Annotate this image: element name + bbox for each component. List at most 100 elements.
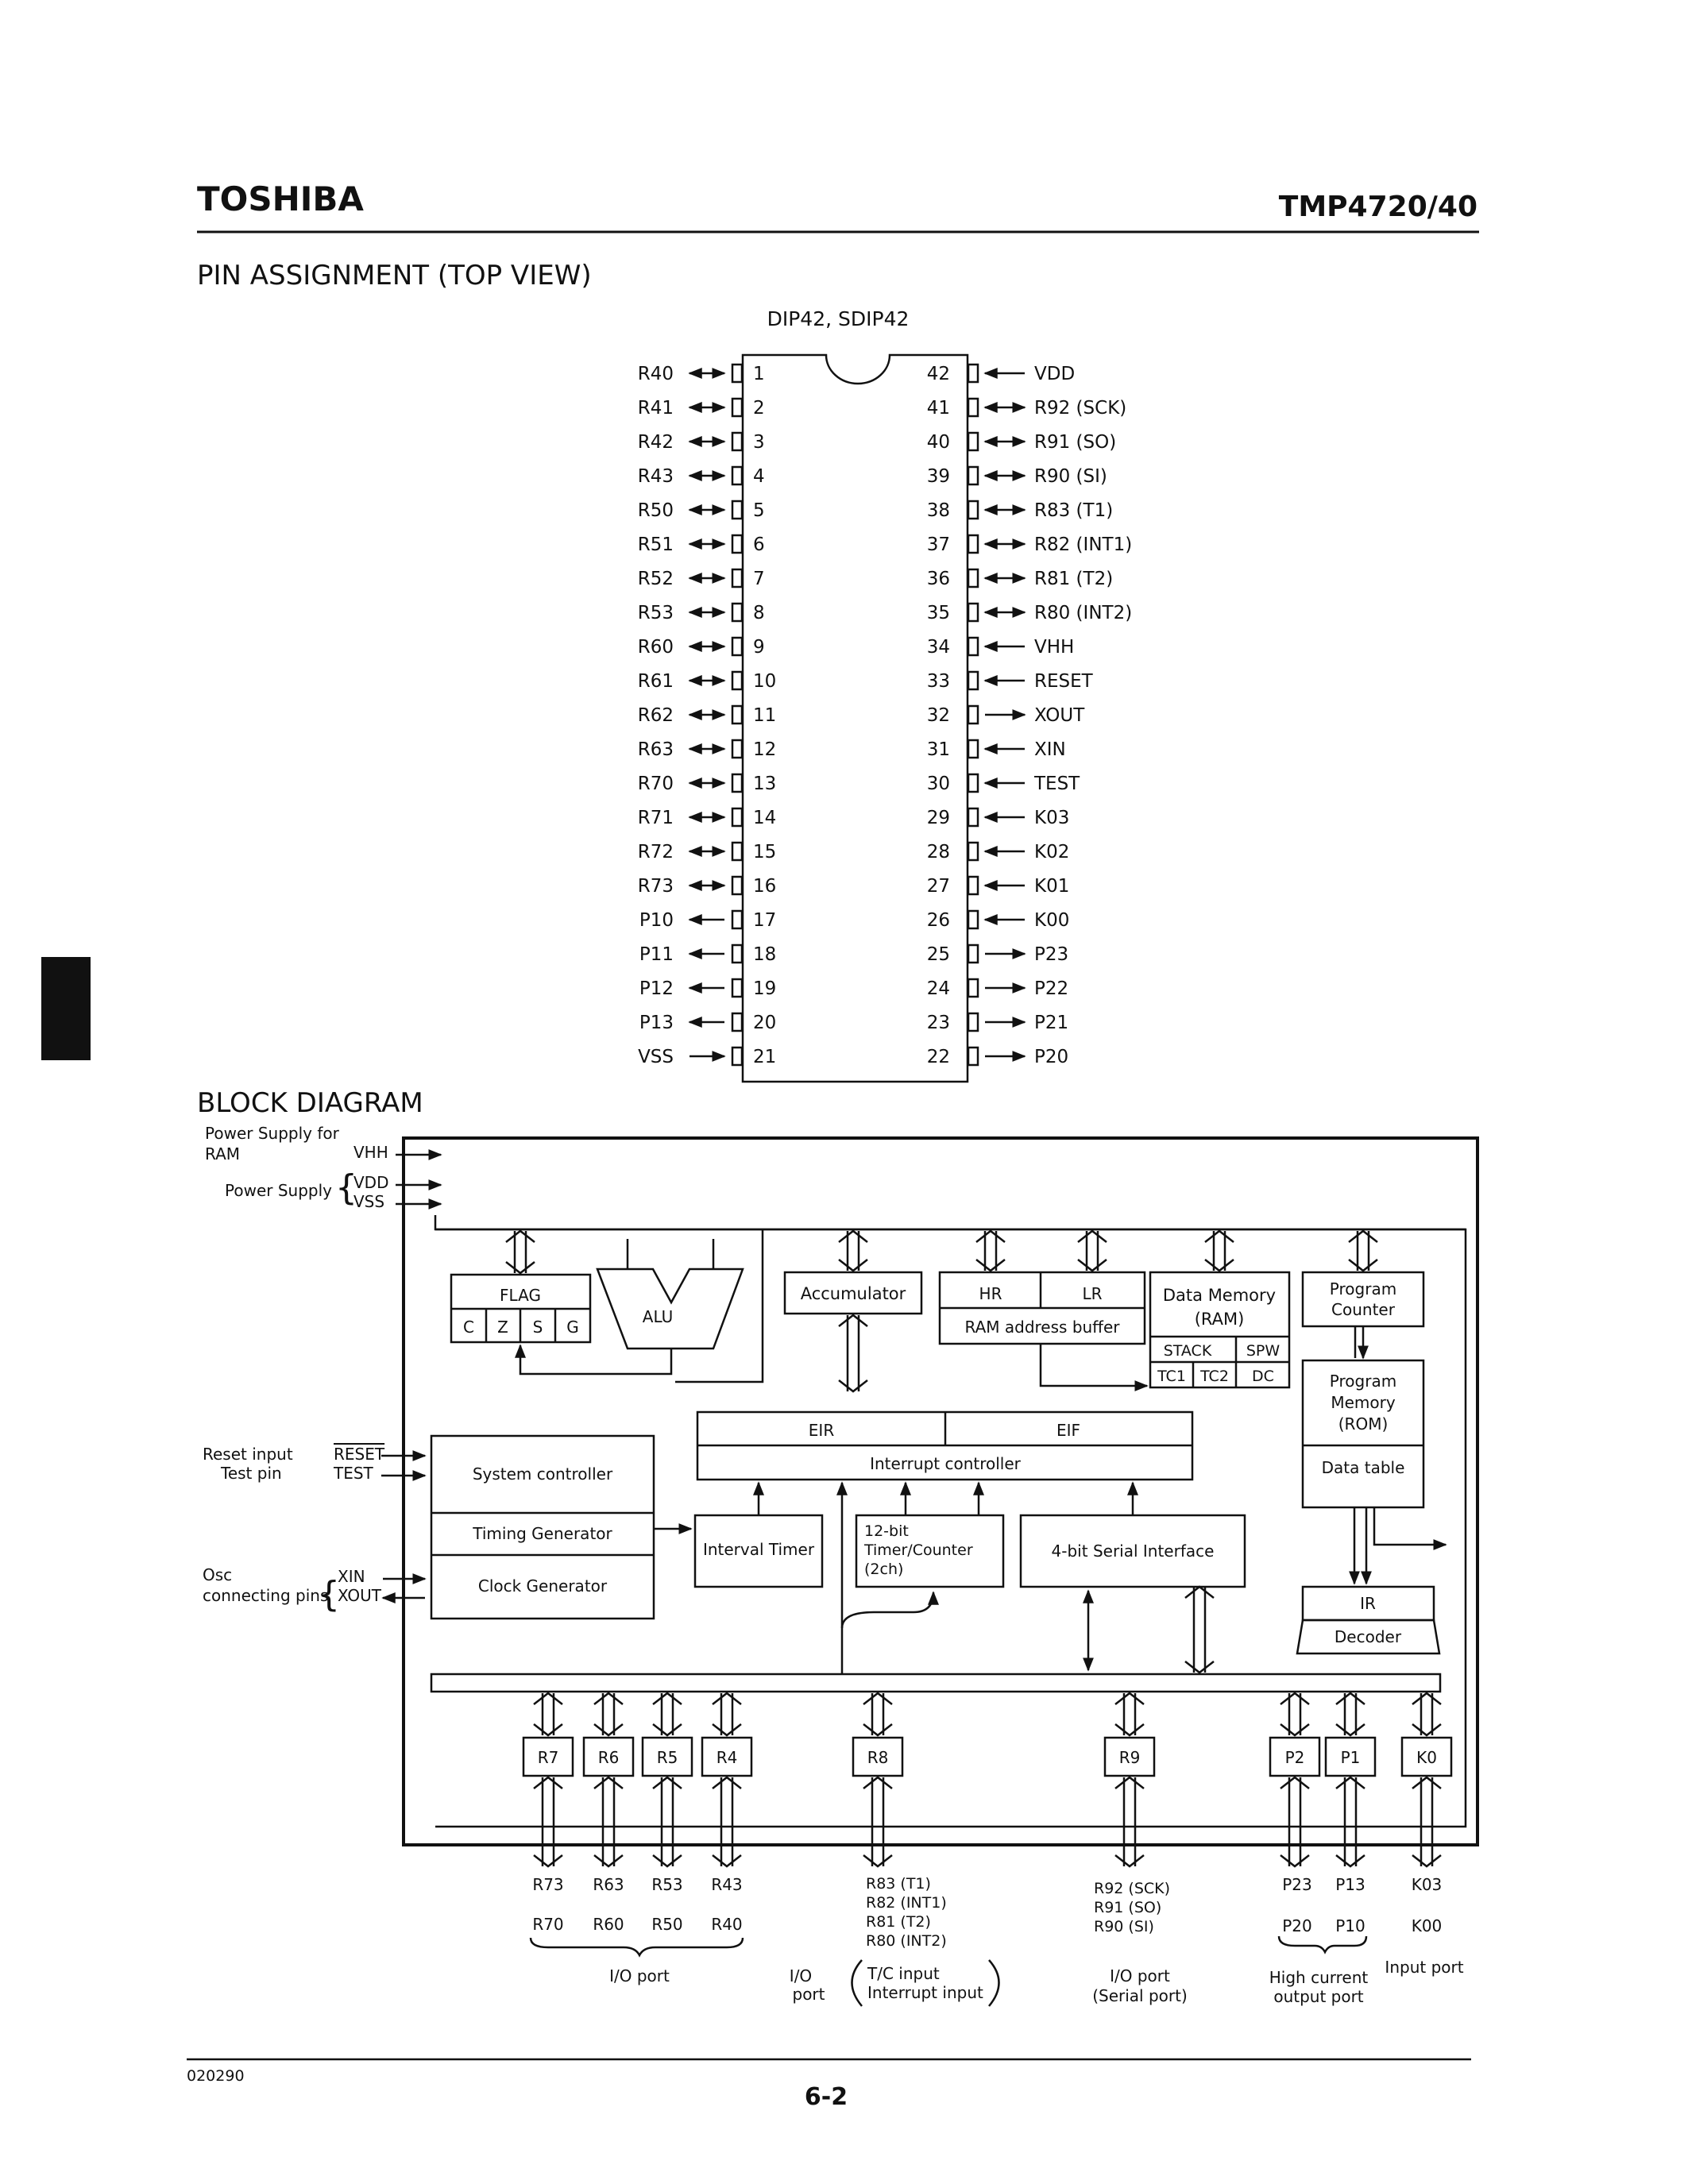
bus-port-1-head xyxy=(593,1723,624,1737)
pin-right-name: VHH xyxy=(1034,637,1074,658)
p1-top: P13 xyxy=(1335,1875,1365,1894)
bus-port-1-head xyxy=(593,1692,624,1705)
pin-left-lead xyxy=(731,807,744,828)
pin-left-name: R63 xyxy=(638,739,674,760)
serial-interface-label: 4-bit Serial Interface xyxy=(1052,1542,1215,1561)
tc1-label: TC1 xyxy=(1157,1368,1186,1385)
bus-port-6-head xyxy=(1280,1692,1310,1705)
io-serial-label-2: (Serial port) xyxy=(1092,1986,1188,2005)
pin-right-number: 26 xyxy=(927,910,950,931)
r7-top: R73 xyxy=(532,1875,563,1894)
brace-osc: { xyxy=(318,1574,340,1615)
port-label: P2 xyxy=(1285,1748,1305,1767)
pin-left-lead xyxy=(731,568,744,588)
program-memory-label-2: Memory xyxy=(1331,1393,1396,1412)
pin-right-name: P22 xyxy=(1034,978,1068,999)
alu-flag-link xyxy=(515,1344,673,1376)
port-block-p2 xyxy=(1269,1736,1321,1777)
pin-right-number: 39 xyxy=(927,466,950,487)
vdd-label: VDD xyxy=(353,1173,388,1192)
pin-left-number: 7 xyxy=(753,569,765,589)
decoder-shape xyxy=(1296,1619,1441,1655)
r6-bot: R60 xyxy=(593,1915,624,1934)
pin-left-number: 18 xyxy=(753,944,776,965)
bus-acc-lower-head xyxy=(838,1314,868,1327)
bus-lr-head xyxy=(1077,1229,1107,1243)
pm-side-arrow xyxy=(1373,1507,1447,1550)
xin-label: XIN xyxy=(338,1567,365,1586)
int-input-label: Interrupt input xyxy=(867,1983,983,2002)
program-memory xyxy=(1301,1359,1425,1509)
reset-pin-label: RESET xyxy=(334,1445,385,1464)
pin-left-lead xyxy=(731,534,744,554)
flag-c: C xyxy=(463,1318,474,1337)
bus-acc-head xyxy=(838,1229,868,1243)
pin-left-name: R41 xyxy=(638,398,674,419)
port-line-7-head xyxy=(1335,1776,1365,1789)
pin-left-lead xyxy=(731,670,744,691)
pin-left-number: 1 xyxy=(753,364,765,384)
port-block-r6 xyxy=(582,1736,635,1777)
pin-right-name: R91 (SO) xyxy=(1034,432,1116,453)
alu-shape xyxy=(596,1268,744,1350)
port-label: K0 xyxy=(1416,1748,1437,1767)
pin-right-lead xyxy=(967,978,979,998)
brand-logo: TOSHIBA xyxy=(197,179,364,218)
pin-left-lead xyxy=(731,841,744,862)
pin-right-number: 22 xyxy=(927,1047,950,1067)
r8-io-label-2: port xyxy=(793,1985,825,2004)
pin-right-number: 35 xyxy=(927,603,950,623)
pin-left-name: R51 xyxy=(638,534,674,555)
pin-right-name: R82 (INT1) xyxy=(1034,534,1132,555)
test-pin-label-text: Test pin xyxy=(220,1464,282,1483)
port-line-1-head xyxy=(593,1854,624,1868)
pin-left-number: 12 xyxy=(753,739,776,760)
bus-port-8-head xyxy=(1412,1723,1442,1737)
pin-left-name: R60 xyxy=(638,637,674,658)
r7-bot: R70 xyxy=(532,1915,563,1934)
bus-port-5-head xyxy=(1114,1723,1145,1737)
package-label: DIP42, SDIP42 xyxy=(767,307,910,330)
pin-right-lead xyxy=(967,841,979,862)
bus-port-3-head xyxy=(712,1723,742,1737)
pin-left-name: R52 xyxy=(638,569,674,589)
rab-link xyxy=(1039,1344,1149,1391)
pin-left-lead xyxy=(731,1012,744,1032)
pin-right-name: K03 xyxy=(1034,808,1069,828)
pin-right-lead xyxy=(967,534,979,554)
ir-label: IR xyxy=(1360,1594,1376,1613)
pin-right-lead xyxy=(967,1012,979,1032)
pin-left-lead xyxy=(731,875,744,896)
pin-left-name: R73 xyxy=(638,876,674,897)
program-memory-label: Program xyxy=(1330,1372,1396,1391)
pin-left-lead xyxy=(731,465,744,486)
tc2-label: TC2 xyxy=(1199,1368,1229,1385)
block-diagram-title: BLOCK DIAGRAM xyxy=(197,1087,423,1119)
pin-left-number: 10 xyxy=(753,671,776,692)
pin-left-lead xyxy=(731,1046,744,1067)
pin-right-name: R81 (T2) xyxy=(1034,569,1113,589)
pin-right-name: K02 xyxy=(1034,842,1069,862)
port-line-3-head xyxy=(712,1776,742,1789)
port-line-0-head xyxy=(533,1776,563,1789)
port-line-2-head xyxy=(652,1776,682,1789)
port-label: P1 xyxy=(1341,1748,1361,1767)
flag-z: Z xyxy=(497,1318,508,1337)
pin-right-name: R83 (T1) xyxy=(1034,500,1113,521)
pin-right-number: 23 xyxy=(927,1013,950,1033)
r9-line-1: R92 (SCK) xyxy=(1094,1880,1170,1897)
port-line-1-head xyxy=(593,1776,624,1789)
system-controller-label: System controller xyxy=(473,1464,613,1484)
timer-label-3: (2ch) xyxy=(864,1561,903,1578)
high-current-label-1: High current xyxy=(1269,1968,1369,1987)
bus-port-7-head xyxy=(1335,1723,1365,1737)
section-tab xyxy=(41,957,91,1060)
r9-line-3: R90 (SI) xyxy=(1094,1918,1154,1935)
bus-port-2-head xyxy=(652,1692,682,1705)
reset-input-label: Reset input xyxy=(203,1445,293,1464)
r8-paren-left xyxy=(851,1959,863,2007)
pin-left-name: R50 xyxy=(638,500,674,521)
port-line-3-head xyxy=(712,1854,742,1868)
pin-right-number: 29 xyxy=(927,808,950,828)
pin-right-name: K01 xyxy=(1034,876,1069,897)
